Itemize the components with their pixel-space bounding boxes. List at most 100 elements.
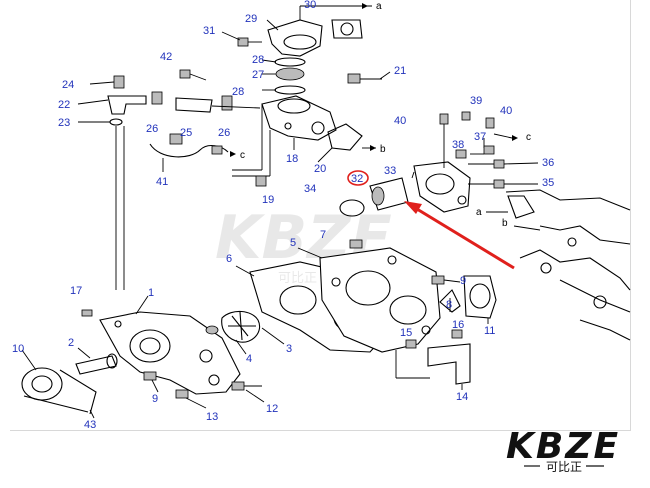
washer-23 bbox=[109, 118, 123, 126]
marker-b-top: b bbox=[380, 144, 386, 155]
callout-21: 21 bbox=[394, 65, 406, 77]
callout-26a: 26 bbox=[146, 123, 158, 135]
bolt-19 bbox=[255, 175, 267, 187]
highlight-circle bbox=[347, 170, 369, 186]
bolt-21 bbox=[347, 73, 361, 84]
callout-29: 29 bbox=[245, 13, 257, 25]
callout-43: 43 bbox=[84, 419, 96, 431]
callout-33: 33 bbox=[384, 165, 396, 177]
watermark-subtext: 可比正 bbox=[278, 271, 317, 286]
diagram-frame bbox=[10, 0, 631, 431]
thermostat-27 bbox=[275, 67, 305, 81]
belt-43 bbox=[23, 369, 97, 415]
callout-4: 4 bbox=[246, 353, 252, 365]
callout-18: 18 bbox=[286, 153, 298, 165]
gasket-20 bbox=[327, 123, 363, 151]
callout-30: 30 bbox=[304, 0, 316, 11]
callout-27: 27 bbox=[252, 69, 264, 81]
gasket-30 bbox=[331, 19, 363, 39]
callout-1: 1 bbox=[148, 287, 154, 299]
callout-24: 24 bbox=[62, 79, 74, 91]
plug-26a bbox=[151, 91, 163, 105]
bolt-36 bbox=[493, 159, 505, 169]
callout-23: 23 bbox=[58, 117, 70, 129]
pulley-10 bbox=[21, 367, 63, 401]
callout-36: 36 bbox=[542, 157, 554, 169]
elbow-22 bbox=[107, 95, 147, 115]
bolt-9 bbox=[431, 275, 445, 285]
callout-2: 2 bbox=[68, 337, 74, 349]
bolt-7 bbox=[349, 239, 363, 249]
callout-35: 35 bbox=[542, 177, 554, 189]
bracket-14 bbox=[427, 343, 471, 385]
thermostat-housing-18 bbox=[261, 95, 337, 141]
callout-8: 8 bbox=[446, 299, 452, 311]
callout-15: 15 bbox=[400, 327, 412, 339]
housing-33 bbox=[413, 161, 471, 213]
callout-32: 32 bbox=[351, 173, 363, 185]
callout-16: 16 bbox=[452, 319, 464, 331]
marker-c-right: c bbox=[526, 132, 531, 143]
thermostat-housing-group bbox=[221, 5, 391, 177]
callout-labels: 30 29 31 28 27 28 42 21 24 22 23 26 25 2… bbox=[12, 0, 554, 431]
callout-3: 3 bbox=[286, 343, 292, 355]
sensor-pipe-group bbox=[77, 69, 267, 290]
callout-40a: 40 bbox=[500, 105, 512, 117]
callout-20: 20 bbox=[314, 163, 326, 175]
logo-text: KBZE bbox=[506, 426, 620, 467]
gasket-34 bbox=[339, 199, 365, 217]
callout-31: 31 bbox=[203, 25, 215, 37]
bolt-12 bbox=[231, 381, 245, 391]
marker-a-top: a bbox=[376, 1, 382, 12]
callout-17: 17 bbox=[70, 285, 82, 297]
callout-11: 11 bbox=[484, 325, 495, 337]
callout-7: 7 bbox=[320, 229, 326, 241]
callout-42: 42 bbox=[160, 51, 172, 63]
reference-markers: a b c c a b bbox=[230, 1, 531, 229]
bolt-17 bbox=[81, 309, 93, 317]
bolt-15 bbox=[405, 339, 417, 349]
marker-c-left: c bbox=[240, 150, 245, 161]
housing-cover-29 bbox=[267, 19, 323, 57]
bracket-group bbox=[405, 329, 471, 390]
bolt-24 bbox=[113, 75, 125, 89]
highlight-arrow bbox=[347, 170, 515, 270]
callout-40b: 40 bbox=[394, 115, 406, 127]
hose-25 bbox=[175, 97, 213, 113]
bolt-16 bbox=[451, 329, 463, 339]
washer-38 bbox=[455, 149, 467, 159]
callout-26b: 26 bbox=[218, 127, 230, 139]
nut-39 bbox=[461, 111, 471, 121]
o-ring-28a bbox=[274, 57, 306, 67]
bolt-31 bbox=[237, 37, 249, 47]
brand-logo: KBZE 可比正 bbox=[506, 426, 620, 474]
front-cover-5 bbox=[319, 247, 441, 353]
callout-19: 19 bbox=[262, 194, 274, 206]
pump-body-1 bbox=[99, 311, 241, 395]
front-cover-group bbox=[235, 239, 497, 379]
water-pump-group bbox=[21, 295, 285, 419]
shaft-2 bbox=[75, 355, 117, 375]
callout-22: 22 bbox=[58, 99, 70, 111]
callout-38: 38 bbox=[452, 139, 464, 151]
callout-28b: 28 bbox=[232, 86, 244, 98]
fitting-42 bbox=[179, 69, 191, 79]
marker-a-right: a bbox=[476, 207, 482, 218]
engine-block-outline bbox=[505, 189, 631, 341]
marker-b-right: b bbox=[502, 218, 508, 229]
callout-6: 6 bbox=[226, 253, 232, 265]
callout-28a: 28 bbox=[252, 54, 264, 66]
bolt-35 bbox=[493, 179, 505, 189]
callout-13: 13 bbox=[206, 411, 218, 423]
callout-12: 12 bbox=[266, 403, 278, 415]
callout-9b: 9 bbox=[152, 393, 158, 405]
callout-10: 10 bbox=[12, 343, 24, 355]
callout-25: 25 bbox=[180, 127, 192, 139]
callout-41: 41 bbox=[156, 176, 168, 188]
callout-9: 9 bbox=[460, 275, 466, 287]
plug-26b bbox=[221, 95, 233, 111]
logo-subtext: 可比正 bbox=[546, 460, 582, 474]
callout-34: 34 bbox=[304, 183, 316, 195]
callout-37: 37 bbox=[474, 131, 486, 143]
